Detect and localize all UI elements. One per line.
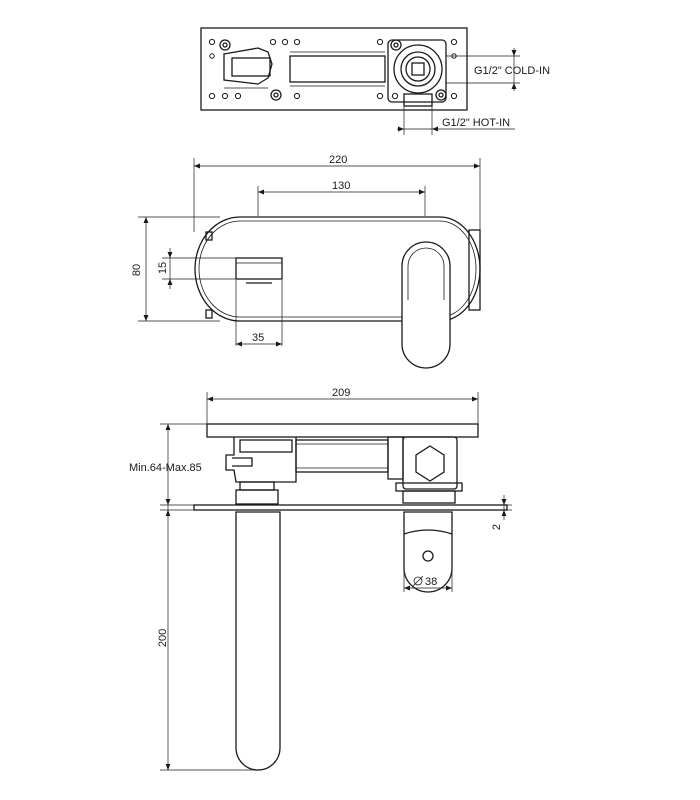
- dim-2-label: 2: [491, 524, 503, 530]
- hot-inlet-stub: [403, 93, 433, 107]
- dim-35: [235, 280, 283, 347]
- dim-15: [162, 248, 236, 289]
- spout: [235, 511, 281, 771]
- valve-body: [225, 436, 463, 505]
- hot-in-label: G1/2" HOT-IN: [442, 117, 510, 129]
- mounting-plate: [206, 423, 479, 438]
- mounting-box-outline: [200, 27, 468, 111]
- top-view: G1/2" COLD-IN G1/2" HOT-IN: [200, 27, 550, 135]
- cold-in-label: G1/2" COLD-IN: [474, 65, 550, 77]
- valve-housing: [387, 39, 447, 103]
- spout-nut: [235, 489, 279, 505]
- dim-200-label: 200: [157, 629, 169, 647]
- dim-38: [403, 570, 453, 592]
- hot-in-dimension: [397, 106, 515, 135]
- cartridge-nut: [415, 445, 445, 482]
- cold-in-dimension: [446, 48, 520, 91]
- cartridge-spindle: [411, 62, 425, 76]
- mounting-holes: [208, 38, 458, 100]
- diameter-icon: [412, 575, 424, 587]
- outlet-nozzle: [231, 57, 271, 77]
- cartridge-outer: [393, 44, 443, 94]
- dim-200: [160, 509, 258, 771]
- dim-209: [206, 392, 479, 424]
- spout-face: [235, 257, 283, 280]
- side-view: 209: [129, 387, 512, 771]
- dim-209-label: 209: [332, 387, 350, 399]
- wall-line: [193, 504, 508, 511]
- handle-lever: [401, 241, 451, 369]
- dim-130: [257, 186, 426, 216]
- outlet-body: [223, 47, 273, 85]
- dim-15-label: 15: [157, 262, 169, 274]
- dim-wall-depth: [160, 423, 207, 516]
- dim-wall-depth-label: Min.64-Max.85: [129, 462, 202, 474]
- dim-38-label: 38: [425, 576, 437, 588]
- dim-35-label: 35: [252, 332, 264, 344]
- dim-220-label: 220: [329, 154, 347, 166]
- plate-side-tab: [468, 229, 481, 311]
- dim-220: [193, 158, 481, 232]
- dim-2: [501, 495, 512, 520]
- dim-80-label: 80: [131, 264, 143, 276]
- dim-80: [138, 216, 220, 322]
- front-view: 220 130 80: [131, 154, 481, 369]
- connecting-pipe: [289, 55, 386, 83]
- handle-indicator: [422, 550, 434, 562]
- side-pipe: [295, 439, 389, 473]
- dim-130-label: 130: [332, 180, 350, 192]
